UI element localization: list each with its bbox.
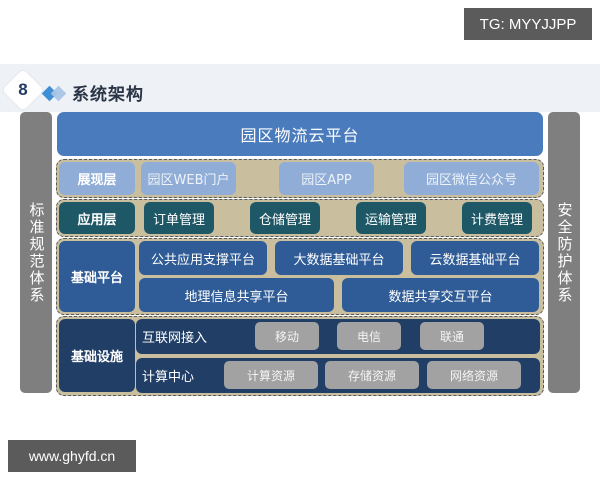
infrastructure-layer-label: 基础设施 [59, 319, 135, 392]
compute-resources-chip: 计算资源 [224, 361, 318, 389]
isp-mobile-chip: 移动 [255, 322, 319, 350]
computing-center-row: 计算中心 计算资源 存储资源 网络资源 [136, 358, 540, 393]
standards-system-label: 标准规范体系 [27, 201, 46, 304]
application-layer-label: 应用层 [59, 202, 135, 234]
big-data-platform-box: 大数据基础平台 [275, 241, 403, 275]
gis-sharing-platform-box: 地理信息共享平台 [139, 278, 334, 312]
transport-management-box: 运输管理 [356, 202, 426, 234]
internet-access-title: 互联网接入 [142, 331, 208, 346]
data-exchange-platform-box: 数据共享交互平台 [342, 278, 539, 312]
presentation-layer: 展现层 园区WEB门户 园区APP 园区微信公众号 [56, 159, 544, 198]
platform-layer: 基础平台 公共应用支撑平台 大数据基础平台 云数据基础平台 地理信息共享平台 数… [56, 238, 544, 315]
watermark-tg: TG: MYYJJPP [464, 8, 592, 40]
isp-unicom-chip: 联通 [420, 322, 484, 350]
security-system-bar: 安全防护体系 [548, 112, 580, 393]
computing-center-title: 计算中心 [142, 370, 195, 385]
watermark-site: www.ghyfd.cn [8, 440, 136, 472]
section-header [0, 64, 600, 112]
cloud-platform-banner: 园区物流云平台 [57, 112, 543, 156]
storage-resources-chip: 存储资源 [325, 361, 419, 389]
web-portal-box: 园区WEB门户 [141, 162, 236, 195]
application-layer: 应用层 订单管理 仓储管理 运输管理 计费管理 [56, 199, 544, 237]
infrastructure-layer: 基础设施 互联网接入 移动 电信 联通 计算中心 计算资源 存储资源 网络资源 [56, 316, 544, 396]
internet-access-row: 互联网接入 移动 电信 联通 [136, 319, 540, 354]
security-system-label: 安全防护体系 [555, 201, 574, 304]
wechat-account-box: 园区微信公众号 [404, 162, 539, 195]
order-management-box: 订单管理 [144, 202, 214, 234]
presentation-layer-label: 展现层 [59, 162, 135, 195]
section-number: 8 [18, 80, 28, 99]
platform-layer-label: 基础平台 [59, 241, 135, 312]
app-box: 园区APP [279, 162, 374, 195]
warehouse-management-box: 仓储管理 [250, 202, 320, 234]
standards-system-bar: 标准规范体系 [20, 112, 52, 393]
billing-management-box: 计费管理 [462, 202, 532, 234]
network-resources-chip: 网络资源 [427, 361, 521, 389]
isp-telecom-chip: 电信 [337, 322, 401, 350]
page-title: 系统架构 [72, 85, 144, 105]
public-app-support-platform-box: 公共应用支撑平台 [139, 241, 267, 275]
cloud-data-platform-box: 云数据基础平台 [411, 241, 539, 275]
